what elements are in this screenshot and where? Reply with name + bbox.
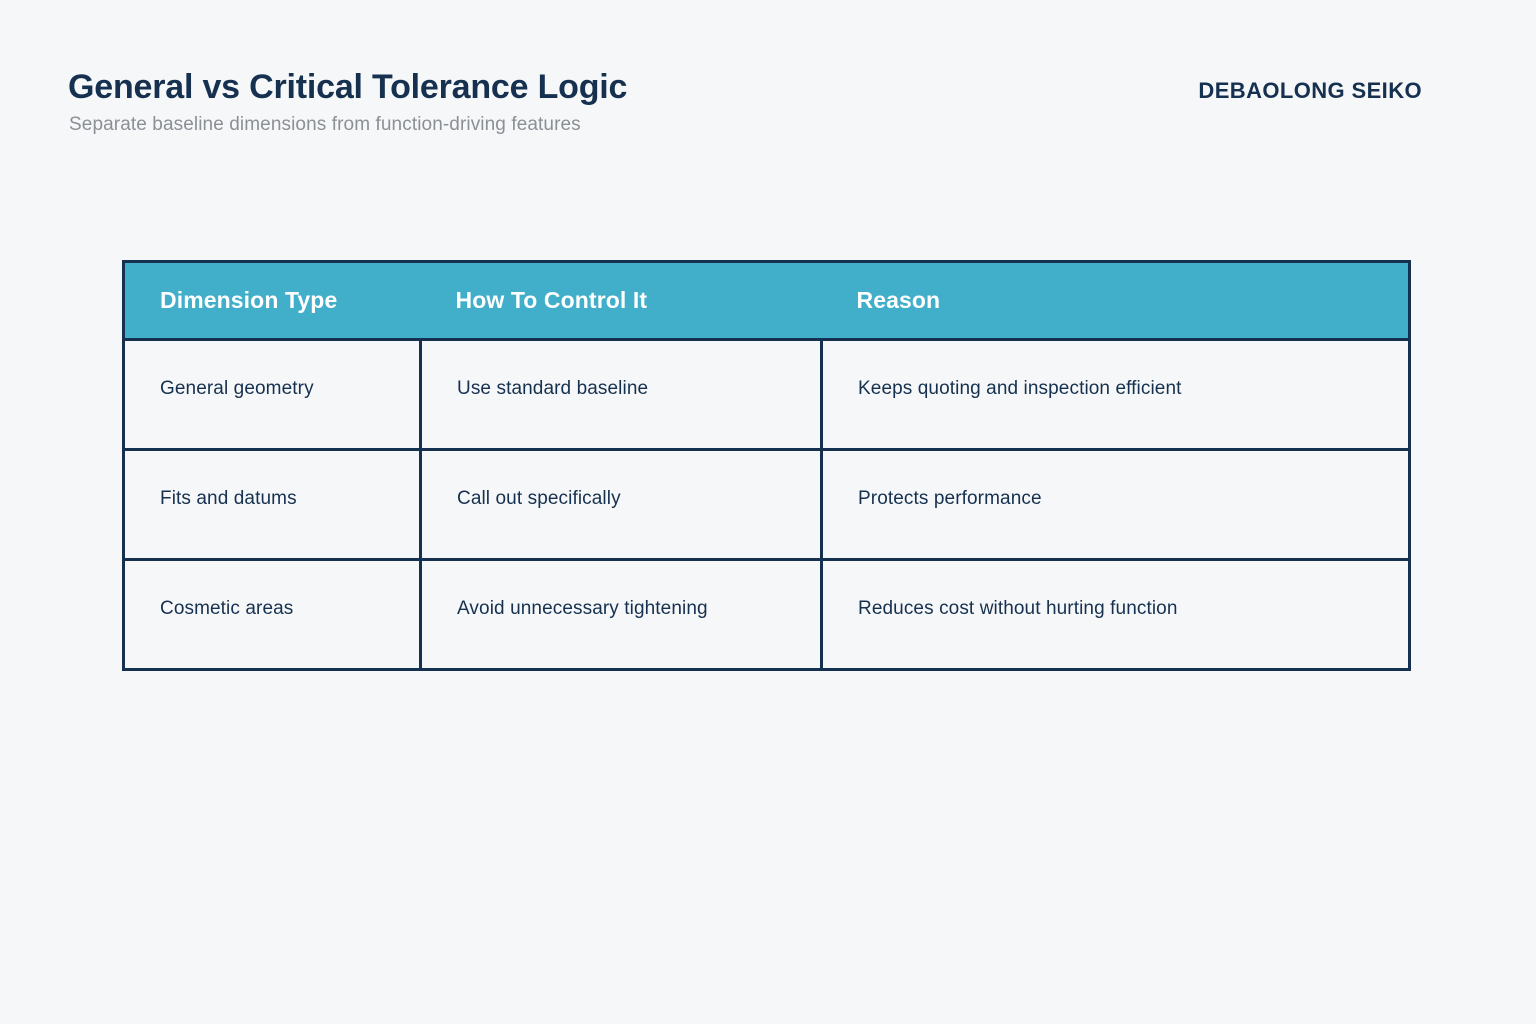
cell-dimension-type: Cosmetic areas bbox=[122, 558, 422, 671]
column-header-dimension-type: Dimension Type bbox=[122, 260, 421, 341]
tolerance-table: Dimension Type How To Control It Reason … bbox=[122, 260, 1411, 671]
table-row: General geometry Use standard baseline K… bbox=[122, 338, 1411, 451]
cell-dimension-type: Fits and datums bbox=[122, 448, 422, 561]
cell-reason: Keeps quoting and inspection efficient bbox=[820, 338, 1411, 451]
slide-header: General vs Critical Tolerance Logic Sepa… bbox=[0, 0, 1536, 170]
brand-label: DEBAOLONG SEIKO bbox=[1198, 78, 1422, 103]
cell-how-to-control-it: Call out specifically bbox=[419, 448, 823, 561]
tolerance-table-container: Dimension Type How To Control It Reason … bbox=[122, 260, 1411, 671]
page-title: General vs Critical Tolerance Logic bbox=[68, 68, 628, 106]
column-header-reason: Reason bbox=[821, 260, 1411, 341]
table-header: Dimension Type How To Control It Reason bbox=[122, 260, 1411, 341]
page-subtitle: Separate baseline dimensions from functi… bbox=[69, 114, 581, 135]
table-body: General geometry Use standard baseline K… bbox=[122, 338, 1411, 671]
table-row: Fits and datums Call out specifically Pr… bbox=[122, 448, 1411, 561]
cell-how-to-control-it: Avoid unnecessary tightening bbox=[419, 558, 823, 671]
table-header-row: Dimension Type How To Control It Reason bbox=[122, 260, 1411, 341]
column-header-how-to-control-it: How To Control It bbox=[420, 260, 822, 341]
cell-reason: Reduces cost without hurting function bbox=[820, 558, 1411, 671]
table-row: Cosmetic areas Avoid unnecessary tighten… bbox=[122, 558, 1411, 671]
cell-reason: Protects performance bbox=[820, 448, 1411, 561]
cell-dimension-type: General geometry bbox=[122, 338, 422, 451]
cell-how-to-control-it: Use standard baseline bbox=[419, 338, 823, 451]
